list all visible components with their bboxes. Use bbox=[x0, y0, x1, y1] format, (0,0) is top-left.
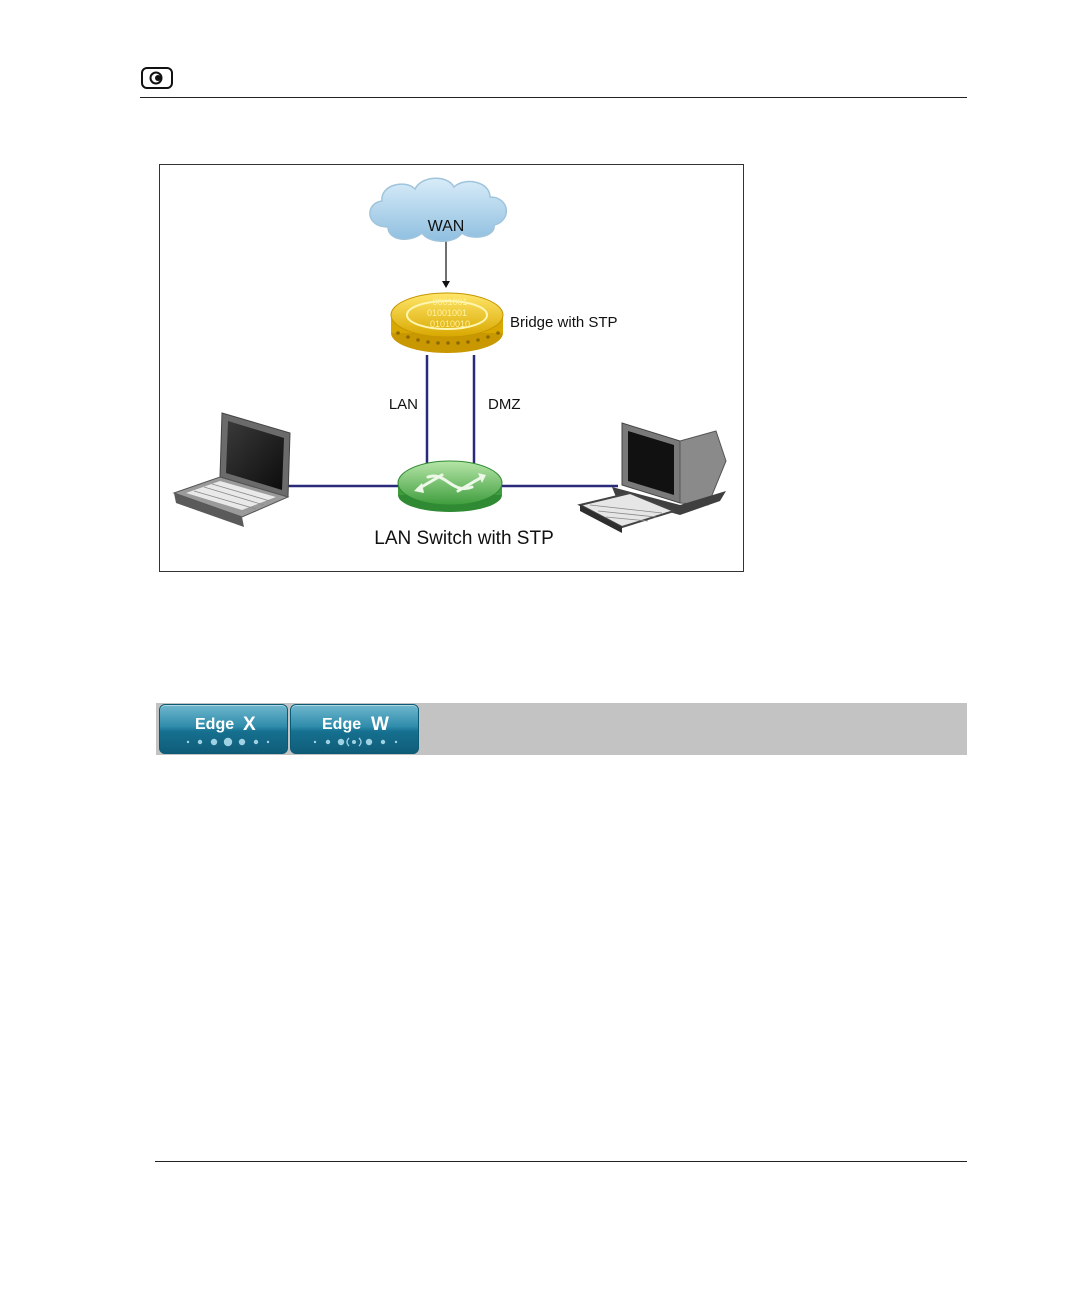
lan-link-label: LAN bbox=[389, 396, 418, 413]
edge-x-button[interactable]: Edge X bbox=[159, 704, 288, 754]
network-diagram: WAN 0001001 01001001 01010010 Bridge wit… bbox=[159, 164, 744, 572]
edge-x-letter: X bbox=[243, 714, 256, 736]
header-divider bbox=[140, 97, 967, 98]
desktop-computer-icon bbox=[580, 423, 726, 533]
bridge-bits-2: 01001001 bbox=[427, 308, 467, 318]
edge-w-word: Edge bbox=[322, 716, 361, 734]
edge-w-letter: W bbox=[371, 714, 389, 736]
lan-switch-label: LAN Switch with STP bbox=[374, 528, 554, 549]
lan-switch-icon bbox=[398, 461, 502, 512]
bridge-bits-1: 0001001 bbox=[432, 297, 467, 307]
edge-w-wireless-dots-icon bbox=[291, 736, 420, 748]
product-banner: Edge X Edge W bbox=[156, 703, 967, 755]
dmz-link-label: DMZ bbox=[488, 396, 521, 413]
moon-logo-icon bbox=[141, 67, 173, 89]
edge-w-button[interactable]: Edge W bbox=[290, 704, 419, 754]
laptop-icon bbox=[174, 413, 290, 527]
bridge-bits-3: 01010010 bbox=[430, 319, 470, 329]
network-links bbox=[286, 235, 618, 486]
footer-divider bbox=[155, 1161, 967, 1162]
bridge-label: Bridge with STP bbox=[510, 314, 618, 331]
edge-x-word: Edge bbox=[195, 716, 234, 734]
edge-x-dots-icon bbox=[160, 736, 289, 748]
wan-label: WAN bbox=[428, 218, 465, 235]
